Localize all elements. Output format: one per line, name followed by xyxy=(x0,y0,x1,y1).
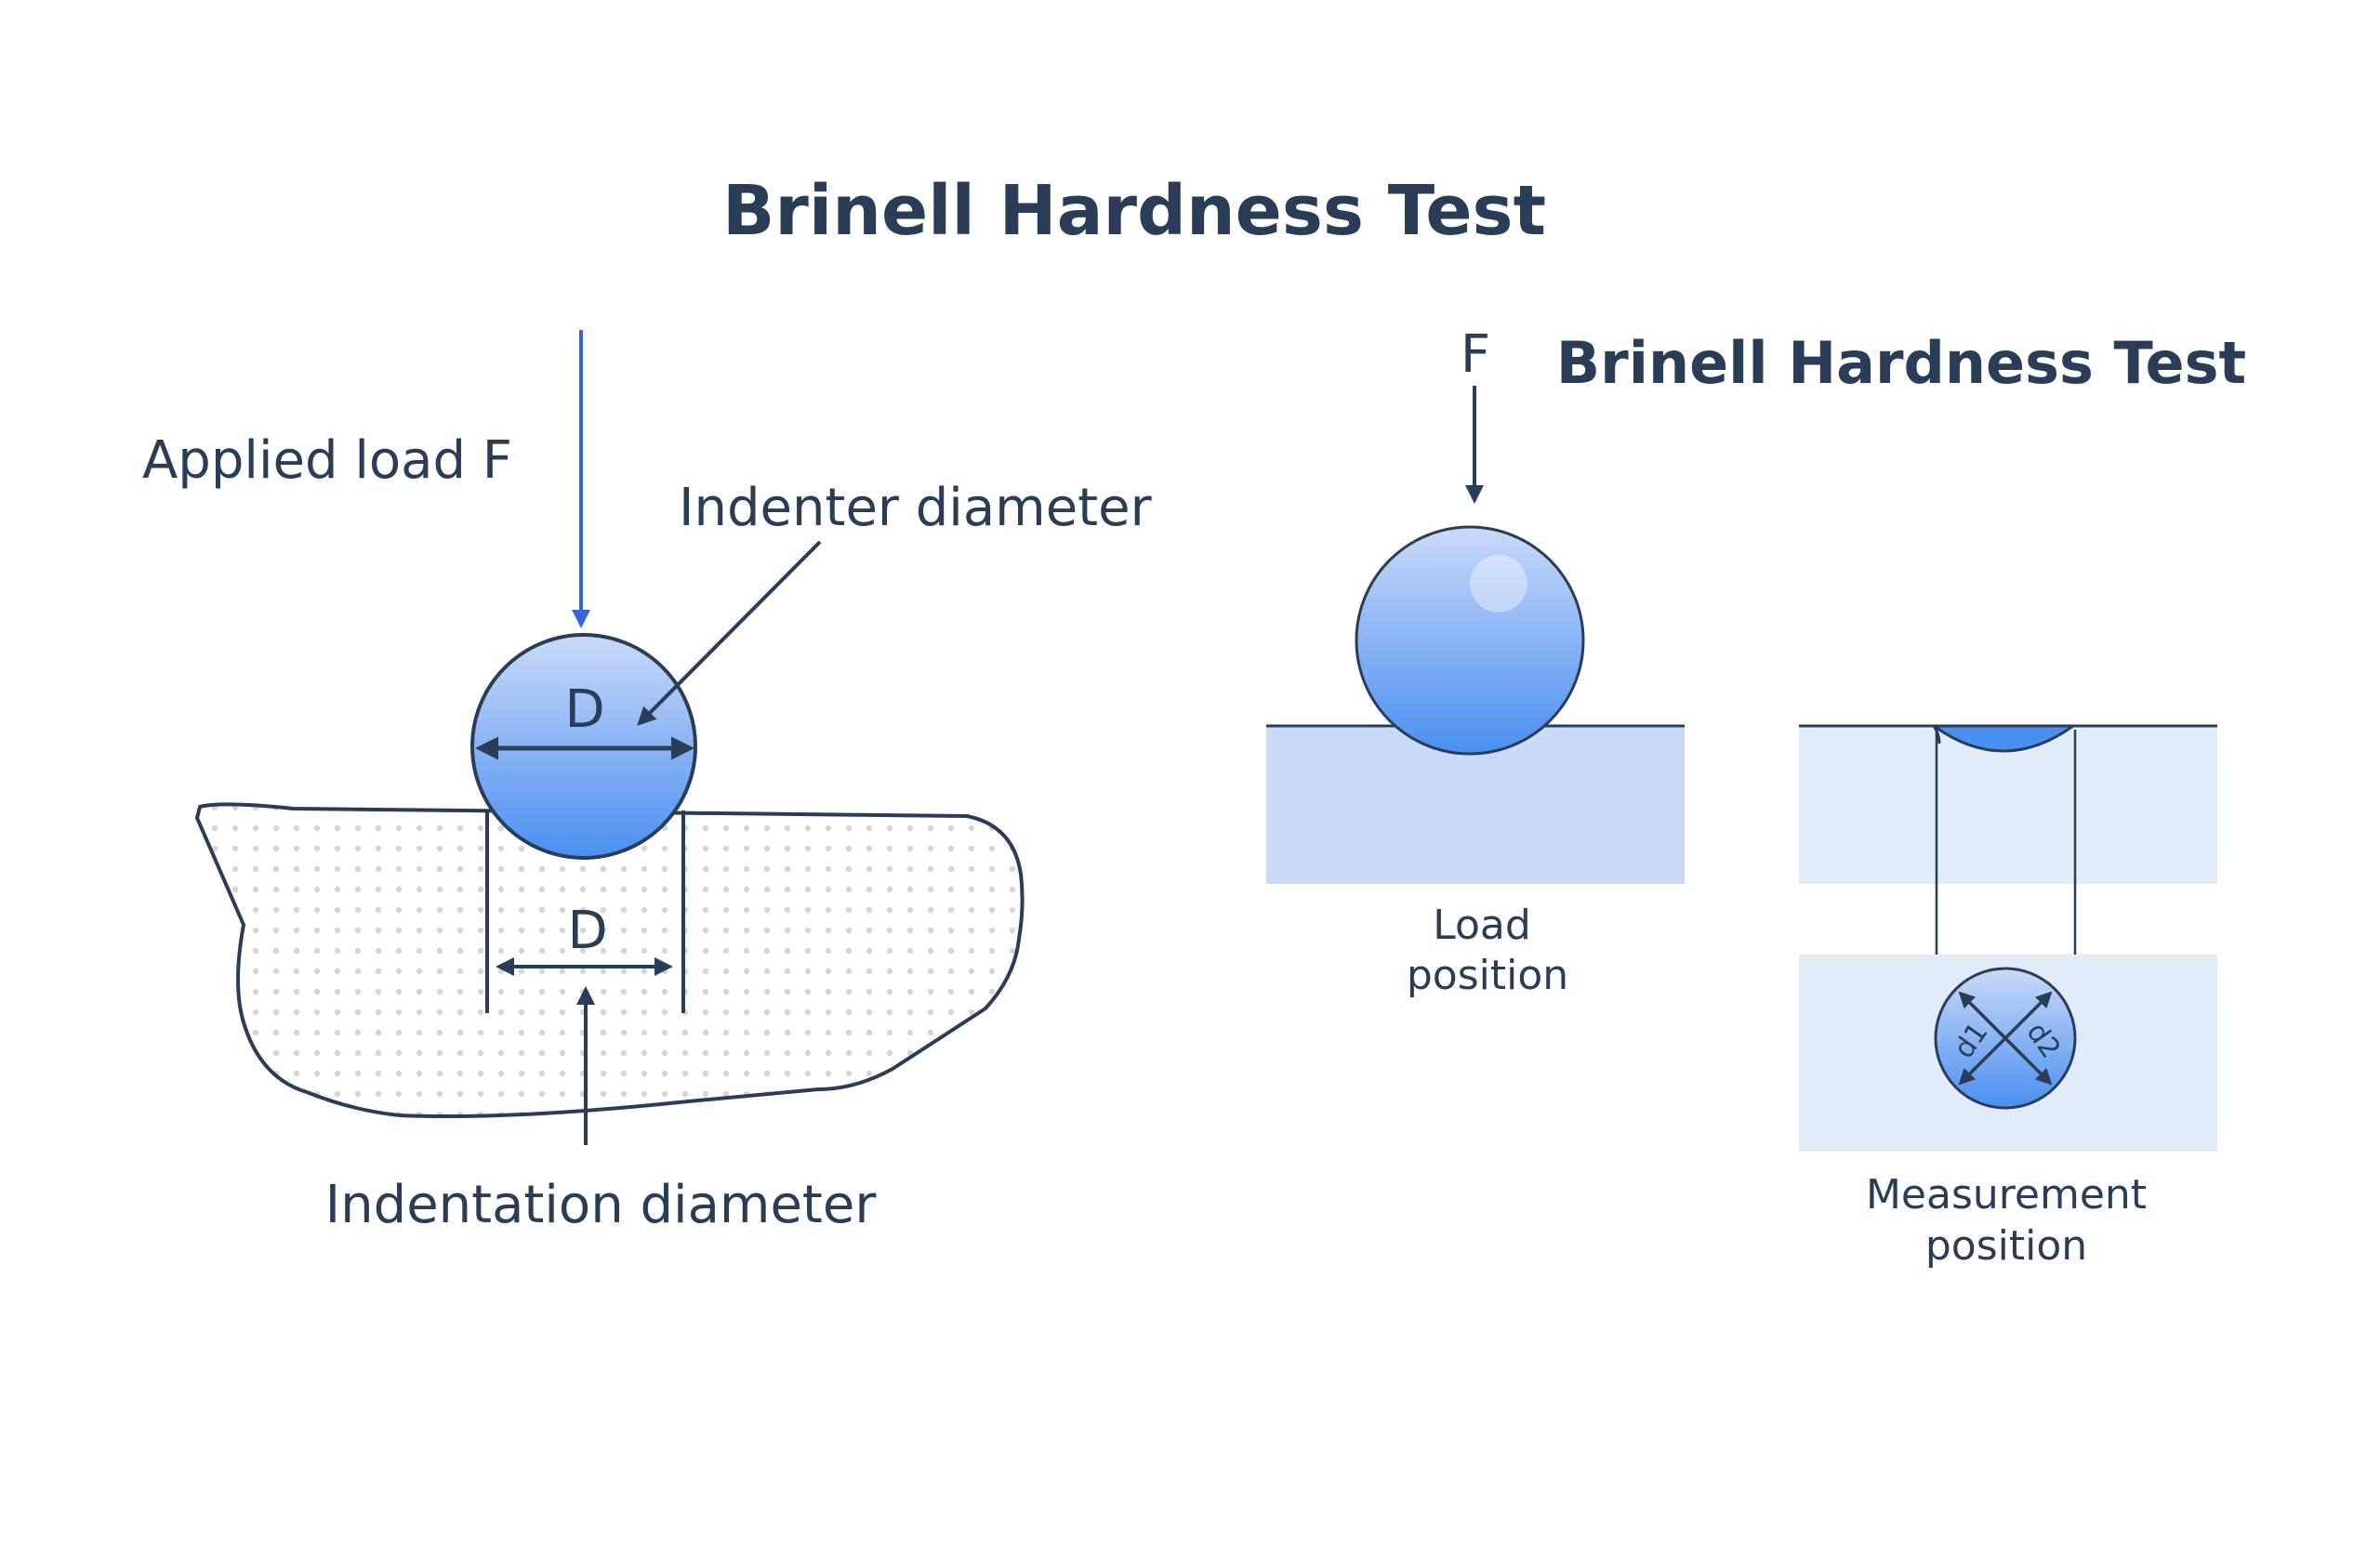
indentation-cap xyxy=(1929,724,2078,753)
indenter-diameter-symbol: D xyxy=(564,679,604,740)
d2-arrow xyxy=(1958,991,2053,1086)
right-diagram: Brinell Hardness Test F Load position d1… xyxy=(1266,324,2246,1270)
applied-load-label: Applied load F xyxy=(142,430,512,491)
right-title: Brinell Hardness Test xyxy=(1556,329,2246,397)
indentation-diameter-label: Indentation diameter xyxy=(325,1175,878,1235)
indenter-diameter-leader xyxy=(637,540,822,726)
indentation-curve xyxy=(1932,725,1941,744)
indenter-diameter-label: Indenter diameter xyxy=(679,478,1153,538)
load-position-label-line1: Load xyxy=(1433,902,1531,949)
main-title: Brinell Hardness Test xyxy=(722,171,1546,251)
force-symbol: F xyxy=(1461,324,1490,385)
load-position-label-line2: position xyxy=(1407,952,1568,999)
measurement-position-label-line2: position xyxy=(1925,1222,2087,1270)
measurement-position-label-line1: Measurement xyxy=(1866,1171,2147,1219)
load-ball xyxy=(1355,525,1585,756)
left-diagram: Applied load F D Indenter diameter D Ind… xyxy=(142,330,1153,1235)
ball-highlight xyxy=(1470,555,1527,613)
indentation-diameter-symbol: D xyxy=(567,901,607,961)
